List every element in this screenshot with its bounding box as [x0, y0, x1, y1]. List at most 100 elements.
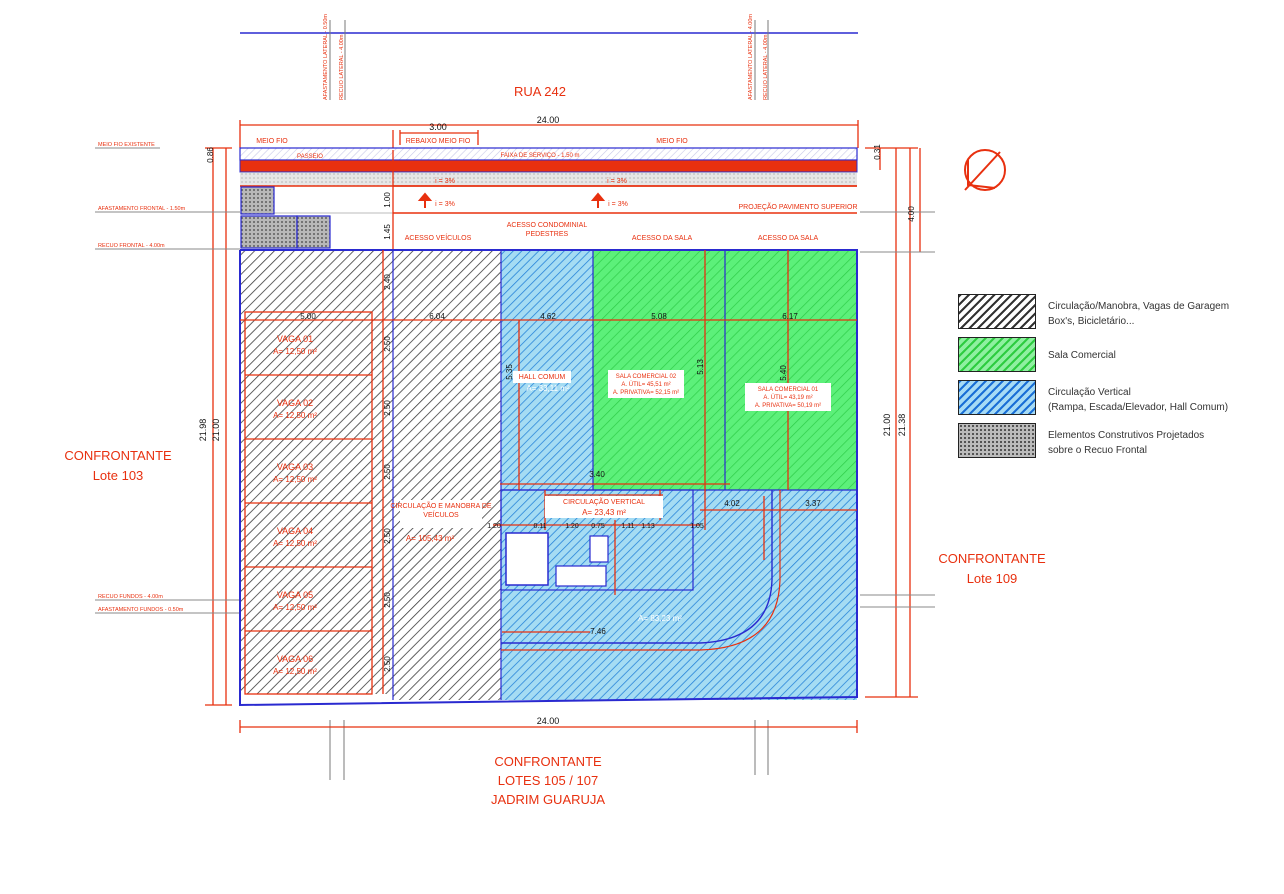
pedestres-label: PEDESTRES	[526, 231, 569, 238]
ref-v-right-2: RECUO LATERAL - 4.00m	[763, 34, 769, 100]
legend-circulation-line2: Box's, Bicicletário...	[1048, 316, 1135, 327]
circ-manobra-area: A= 105,43 m²	[406, 534, 455, 543]
dim-vaga-h-6: 2.50	[383, 656, 392, 672]
north-arrow-icon	[964, 149, 1006, 191]
ref-recuo-frontal: RECUO FRONTAL - 4.00m	[98, 243, 165, 249]
slope-label-2: i = 3%	[607, 178, 627, 185]
legend-vertical-line1: Circulação Vertical	[1048, 387, 1131, 398]
neighbor-bottom-place: JADRIM GUARUJA	[491, 792, 605, 807]
neighbor-left-title: CONFRONTANTE	[64, 448, 172, 463]
ref-meio-fio: MEIO FIO EXISTENTE	[98, 142, 155, 148]
legend-item-sala: Sala Comercial	[958, 337, 1258, 374]
dim-w-circ: 6.04	[429, 312, 445, 321]
ref-afast-frontal: AFASTAMENTO FRONTAL - 1.50m	[98, 206, 186, 212]
vaga-6-name: VAGA 06	[277, 654, 313, 664]
legend-item-circulation: Circulação/Manobra, Vagas de Garagem Box…	[958, 294, 1258, 331]
dim-vaga-h-2: 2.50	[383, 400, 392, 416]
hatch-vertical-swatch	[958, 380, 1036, 415]
acesso-condominial-label: ACESSO CONDOMINIAL	[507, 222, 588, 229]
dim-small-2: 0.11	[533, 523, 546, 530]
sala1-title: SALA COMERCIAL 02	[616, 374, 677, 380]
sala1-area: A. ÚTIL= 45,51 m²	[621, 381, 670, 388]
dim-front-b: 1.00	[383, 192, 392, 208]
dim-small-6: 1.13	[641, 523, 655, 530]
dim-small-1: 1.20	[487, 523, 501, 530]
vaga-3-area: A= 12,50 m²	[273, 475, 317, 484]
vaga-6-area: A= 12,50 m²	[273, 667, 317, 676]
dim-w-337: 3.37	[805, 499, 821, 508]
hatch-sala-swatch	[958, 337, 1036, 372]
dim-left-total-a: 21.98	[198, 419, 208, 442]
dim-w-340: 3.40	[589, 470, 605, 479]
street-name: RUA 242	[514, 84, 566, 99]
meio-fio-left-label: MEIO FIO	[256, 138, 288, 145]
legend-elements-line2: sobre o Recuo Frontal	[1048, 445, 1147, 456]
sala2-priv: A. PRIVATIVA= 50,19 m²	[755, 403, 821, 409]
dim-small-4: 0.75	[591, 523, 605, 530]
dim-vaga-h-4: 2.50	[383, 528, 392, 544]
circ-vert-label: CIRCULAÇÃO VERTICAL	[563, 497, 645, 506]
vaga-2-name: VAGA 02	[277, 398, 313, 408]
dim-vaga-h-1: 2.50	[383, 336, 392, 352]
ref-v-left-1: AFASTAMENTO LATERAL - 0.50m	[323, 14, 329, 100]
hatch-circulation-swatch	[958, 294, 1036, 329]
vaga-5-name: VAGA 05	[277, 590, 313, 600]
vaga-4-name: VAGA 04	[277, 526, 313, 536]
passeio-label: PASSEIO	[297, 154, 323, 160]
dim-small-3: 1.20	[565, 523, 579, 530]
dim-row-240: 2.40	[383, 274, 392, 290]
dim-right-small: 0.31	[873, 144, 882, 160]
dim-small-7: 1.05	[690, 523, 704, 530]
legend-item-vertical: Circulação Vertical (Rampa, Escada/Eleva…	[958, 380, 1258, 417]
dim-vaga-h-3: 2.50	[383, 464, 392, 480]
dim-w-402: 4.02	[724, 499, 740, 508]
dim-w-sala1: 5.08	[651, 312, 667, 321]
dim-w-vagas: 5.00	[300, 312, 316, 321]
dim-bottom-width: 24.00	[537, 716, 560, 726]
sala2-title: SALA COMERCIAL 01	[758, 387, 819, 393]
circ-vert-area: A= 23,43 m²	[582, 508, 626, 517]
hall-comum-label: HALL COMUM	[519, 374, 566, 381]
neighbor-right-lot: Lote 109	[967, 571, 1018, 586]
hatch-elements-swatch	[958, 423, 1036, 458]
circ-manobra-label-2: VEÍCULOS	[423, 510, 459, 519]
ref-recuo-fundos: RECUO FUNDOS - 4.00m	[98, 594, 163, 600]
vaga-1-area: A= 12,50 m²	[273, 347, 317, 356]
neighbor-left-lot: Lote 103	[93, 468, 144, 483]
legend-elements-line1: Elementos Construtivos Projetados	[1048, 430, 1205, 441]
vaga-2-area: A= 12,50 m²	[273, 411, 317, 420]
dim-small-5: 1.11	[621, 523, 634, 530]
reb-meio-fio-label: REBAIXO MEIO FIO	[406, 138, 471, 145]
dim-right-total-b: 21.38	[897, 414, 907, 437]
dim-w-sala2: 6.17	[782, 312, 798, 321]
dim-right-top: 4.00	[907, 206, 916, 222]
slope-label-4: i = 3%	[608, 201, 628, 208]
rampa-area: A= 83,23 m²	[638, 614, 682, 623]
dim-reb-meio-fio: 3.00	[429, 122, 447, 132]
dim-left-total-b: 21.00	[211, 419, 221, 442]
neighbor-bottom-lots: LOTES 105 / 107	[498, 773, 598, 788]
legend: Circulação/Manobra, Vagas de Garagem Box…	[958, 294, 1258, 466]
vaga-1-name: VAGA 01	[277, 334, 313, 344]
dim-h-hall: 5.35	[505, 364, 514, 380]
legend-circulation-line1: Circulação/Manobra, Vagas de Garagem	[1048, 301, 1230, 312]
dim-w-hall: 4.62	[540, 312, 556, 321]
neighbor-bottom-title: CONFRONTANTE	[494, 754, 602, 769]
vaga-4-area: A= 12,50 m²	[273, 539, 317, 548]
acesso-sala-2-label: ACESSO DA SALA	[758, 235, 819, 242]
meio-fio-right-label: MEIO FIO	[656, 138, 688, 145]
projecao-label: PROJEÇÃO PAVIMENTO SUPERIOR	[738, 202, 857, 211]
dim-w-746: 7.46	[590, 627, 606, 636]
slope-label-1: i = 3%	[435, 178, 455, 185]
legend-vertical-line2: (Rampa, Escada/Elevador, Hall Comum)	[1048, 402, 1229, 413]
legend-item-elements: Elementos Construtivos Projetados sobre …	[958, 423, 1258, 460]
dim-vaga-h-5: 2.50	[383, 592, 392, 608]
ref-v-left-2: RECUO LATERAL - 4.00m	[339, 34, 345, 100]
circ-manobra-label-1: CIRCULAÇÃO E MANOBRA DE	[390, 501, 491, 510]
dim-front-a: 0.86	[206, 147, 215, 163]
dim-top-width: 24.00	[537, 115, 560, 125]
faixa-label: FAIXA DE SERVIÇO - 1.50 m	[501, 153, 580, 159]
sala2-area: A. ÚTIL= 43,19 m²	[763, 394, 812, 401]
vaga-5-area: A= 12,50 m²	[273, 603, 317, 612]
